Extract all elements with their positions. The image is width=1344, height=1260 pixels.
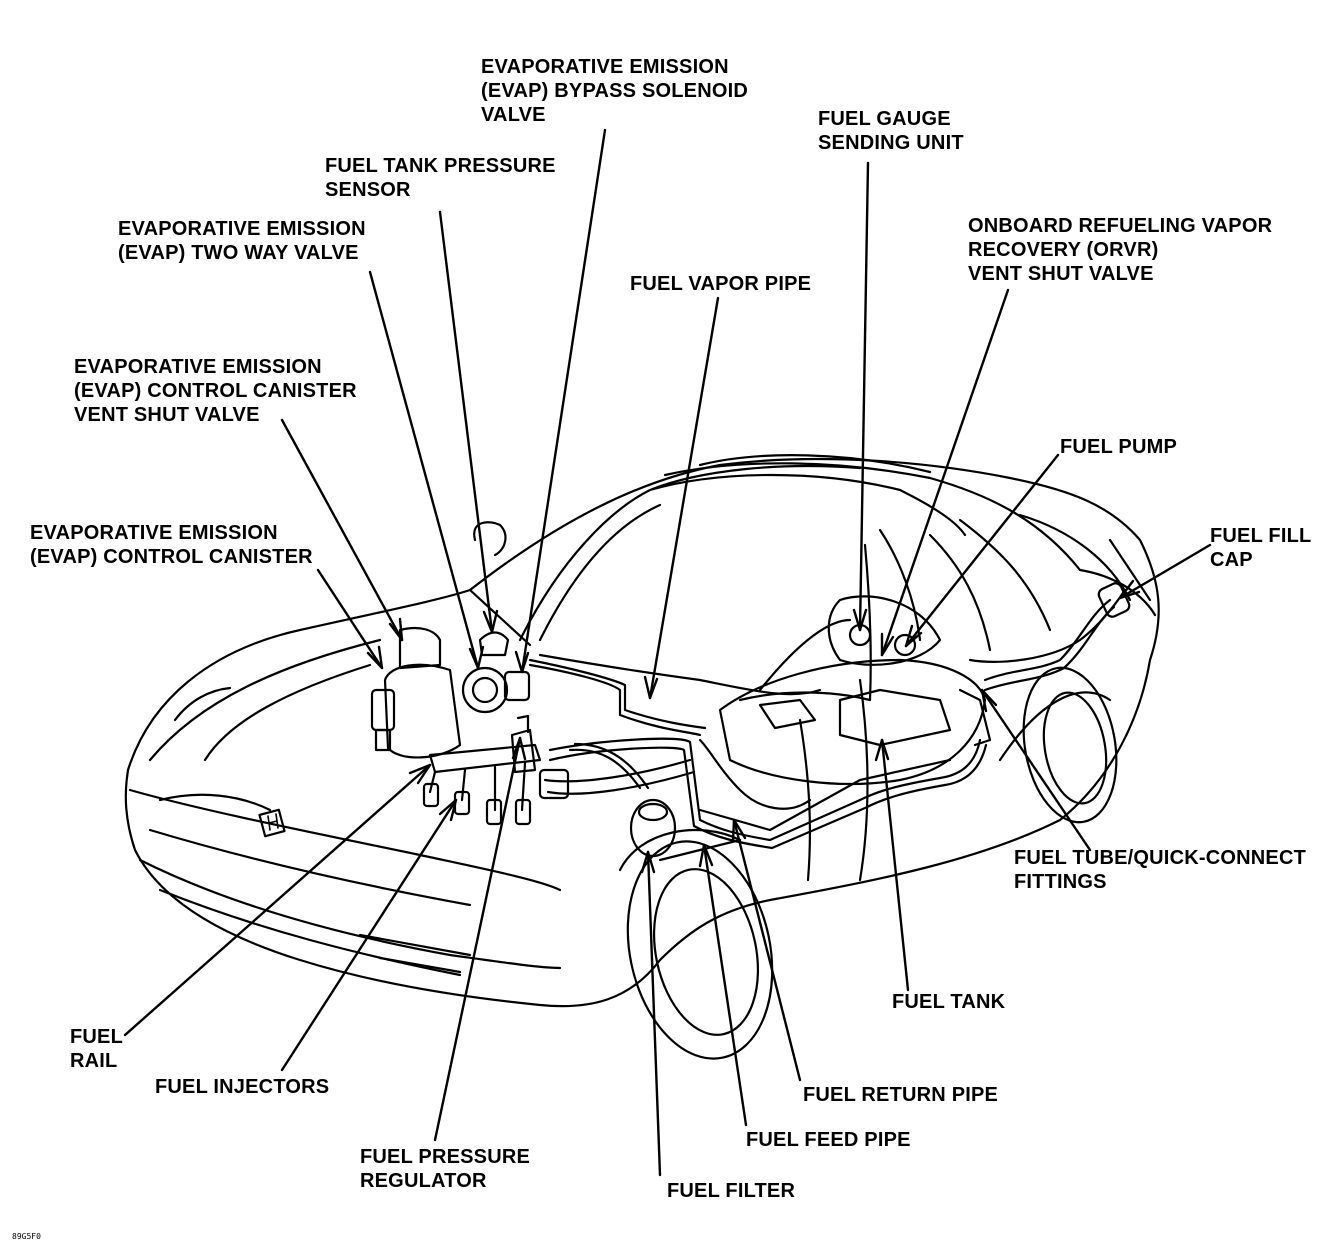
label-fuel-return-pipe: FUEL RETURN PIPE	[803, 1084, 999, 1106]
label-evap-two-way-valve: EVAPORATIVE EMISSION (EVAP) TWO WAY VALV…	[118, 218, 366, 264]
label-fuel-feed-pipe: FUEL FEED PIPE	[746, 1129, 911, 1151]
label-fuel-tank-pressure-sensor: FUEL TANK PRESSURE SENSOR	[325, 155, 556, 201]
label-fuel-filter: FUEL FILTER	[667, 1180, 796, 1202]
label-fuel-tank: FUEL TANK	[892, 991, 1006, 1013]
leader-lines	[123, 128, 1212, 1177]
label-fuel-vapor-pipe: FUEL VAPOR PIPE	[630, 273, 812, 295]
fuel-tank-and-pipes	[528, 582, 1131, 862]
label-fuel-rail: FUEL RAIL	[70, 1026, 124, 1072]
label-evap-canister-vent-shut-valve: EVAPORATIVE EMISSION (EVAP) CONTROL CANI…	[74, 356, 357, 426]
label-fuel-fill-cap: FUEL FILL CAP	[1210, 525, 1312, 571]
label-fuel-tube-quick-connect-fittings: FUEL TUBE/QUICK-CONNECT FITTINGS	[1014, 847, 1307, 893]
engine-bay-components	[370, 521, 696, 858]
wheels	[618, 666, 1118, 1060]
label-fuel-injectors: FUEL INJECTORS	[155, 1076, 330, 1098]
label-evap-bypass-solenoid-valve: EVAPORATIVE EMISSION (EVAP) BYPASS SOLEN…	[481, 56, 749, 126]
label-orvr-vent-shut-valve: ONBOARD REFUELING VAPOR RECOVERY (ORVR) …	[968, 215, 1273, 285]
label-fuel-gauge-sending-unit: FUEL GAUGE SENDING UNIT	[818, 108, 964, 154]
label-fuel-pump: FUEL PUMP	[1060, 436, 1177, 458]
label-evap-control-canister: EVAPORATIVE EMISSION (EVAP) CONTROL CANI…	[30, 522, 313, 568]
figure-code: 89G5F0	[12, 1232, 41, 1241]
label-fuel-pressure-regulator: FUEL PRESSURE REGULATOR	[360, 1146, 531, 1192]
